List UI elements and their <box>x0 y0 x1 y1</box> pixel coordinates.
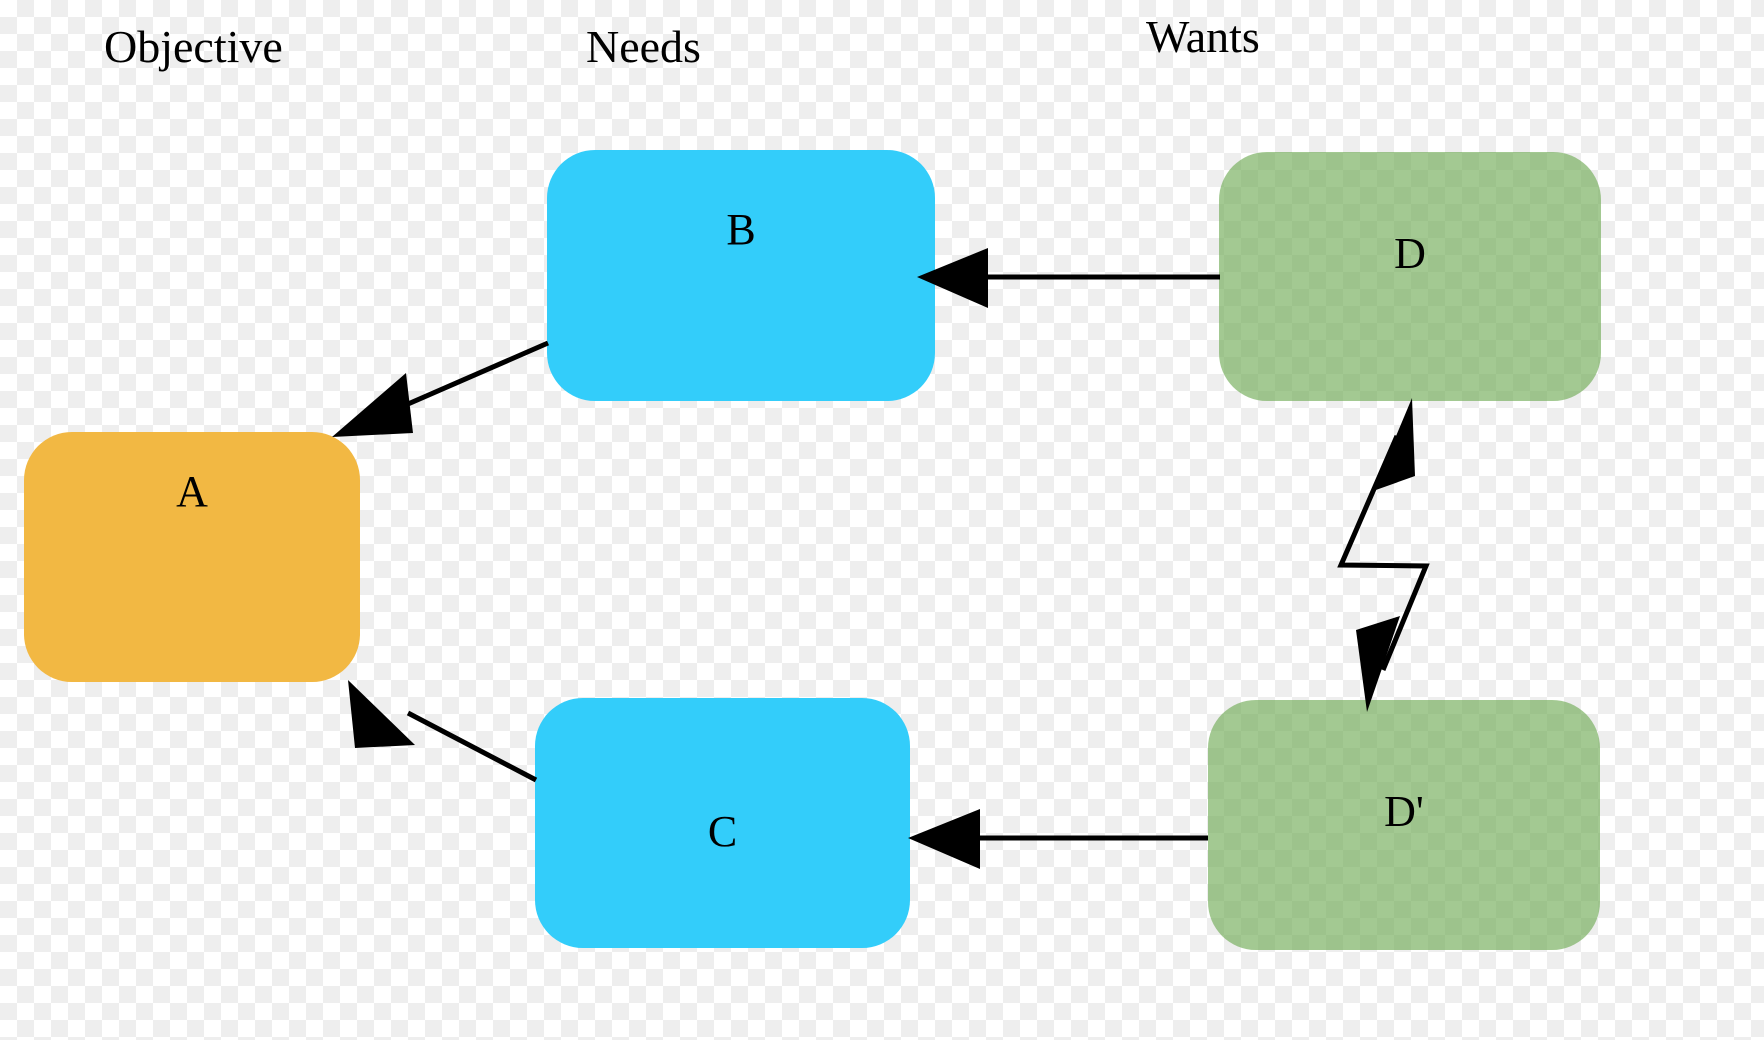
arrow-head-zigzag-down <box>1356 616 1400 712</box>
node-b[interactable]: B <box>547 150 935 401</box>
arrow-head-d-prime-to-c <box>908 809 980 869</box>
edge-b-to-a <box>332 340 549 437</box>
node-d[interactable]: D <box>1219 152 1601 401</box>
node-d-prime-label: D' <box>1384 787 1424 836</box>
column-header-needs: Needs <box>586 21 701 72</box>
arrow-head-c-to-a <box>348 680 415 748</box>
edge-d-prime-to-d-zigzag <box>1337 398 1430 712</box>
node-a-label: A <box>176 467 208 516</box>
node-c[interactable]: C <box>535 698 910 948</box>
edge-c-to-a <box>348 680 538 783</box>
edge-d-prime-to-c <box>908 809 1208 869</box>
node-b-label: B <box>726 205 756 254</box>
arrow-head-b-to-a <box>332 373 413 437</box>
node-a[interactable]: A <box>24 432 360 682</box>
arrow-head-zigzag-up <box>1373 398 1415 491</box>
column-header-objective: Objective <box>104 21 283 72</box>
edge-d-to-b <box>917 248 1220 308</box>
column-header-wants: Wants <box>1146 11 1260 62</box>
node-d-prime[interactable]: D' <box>1208 700 1600 950</box>
node-d-label: D <box>1394 229 1426 278</box>
node-c-label: C <box>707 807 738 856</box>
